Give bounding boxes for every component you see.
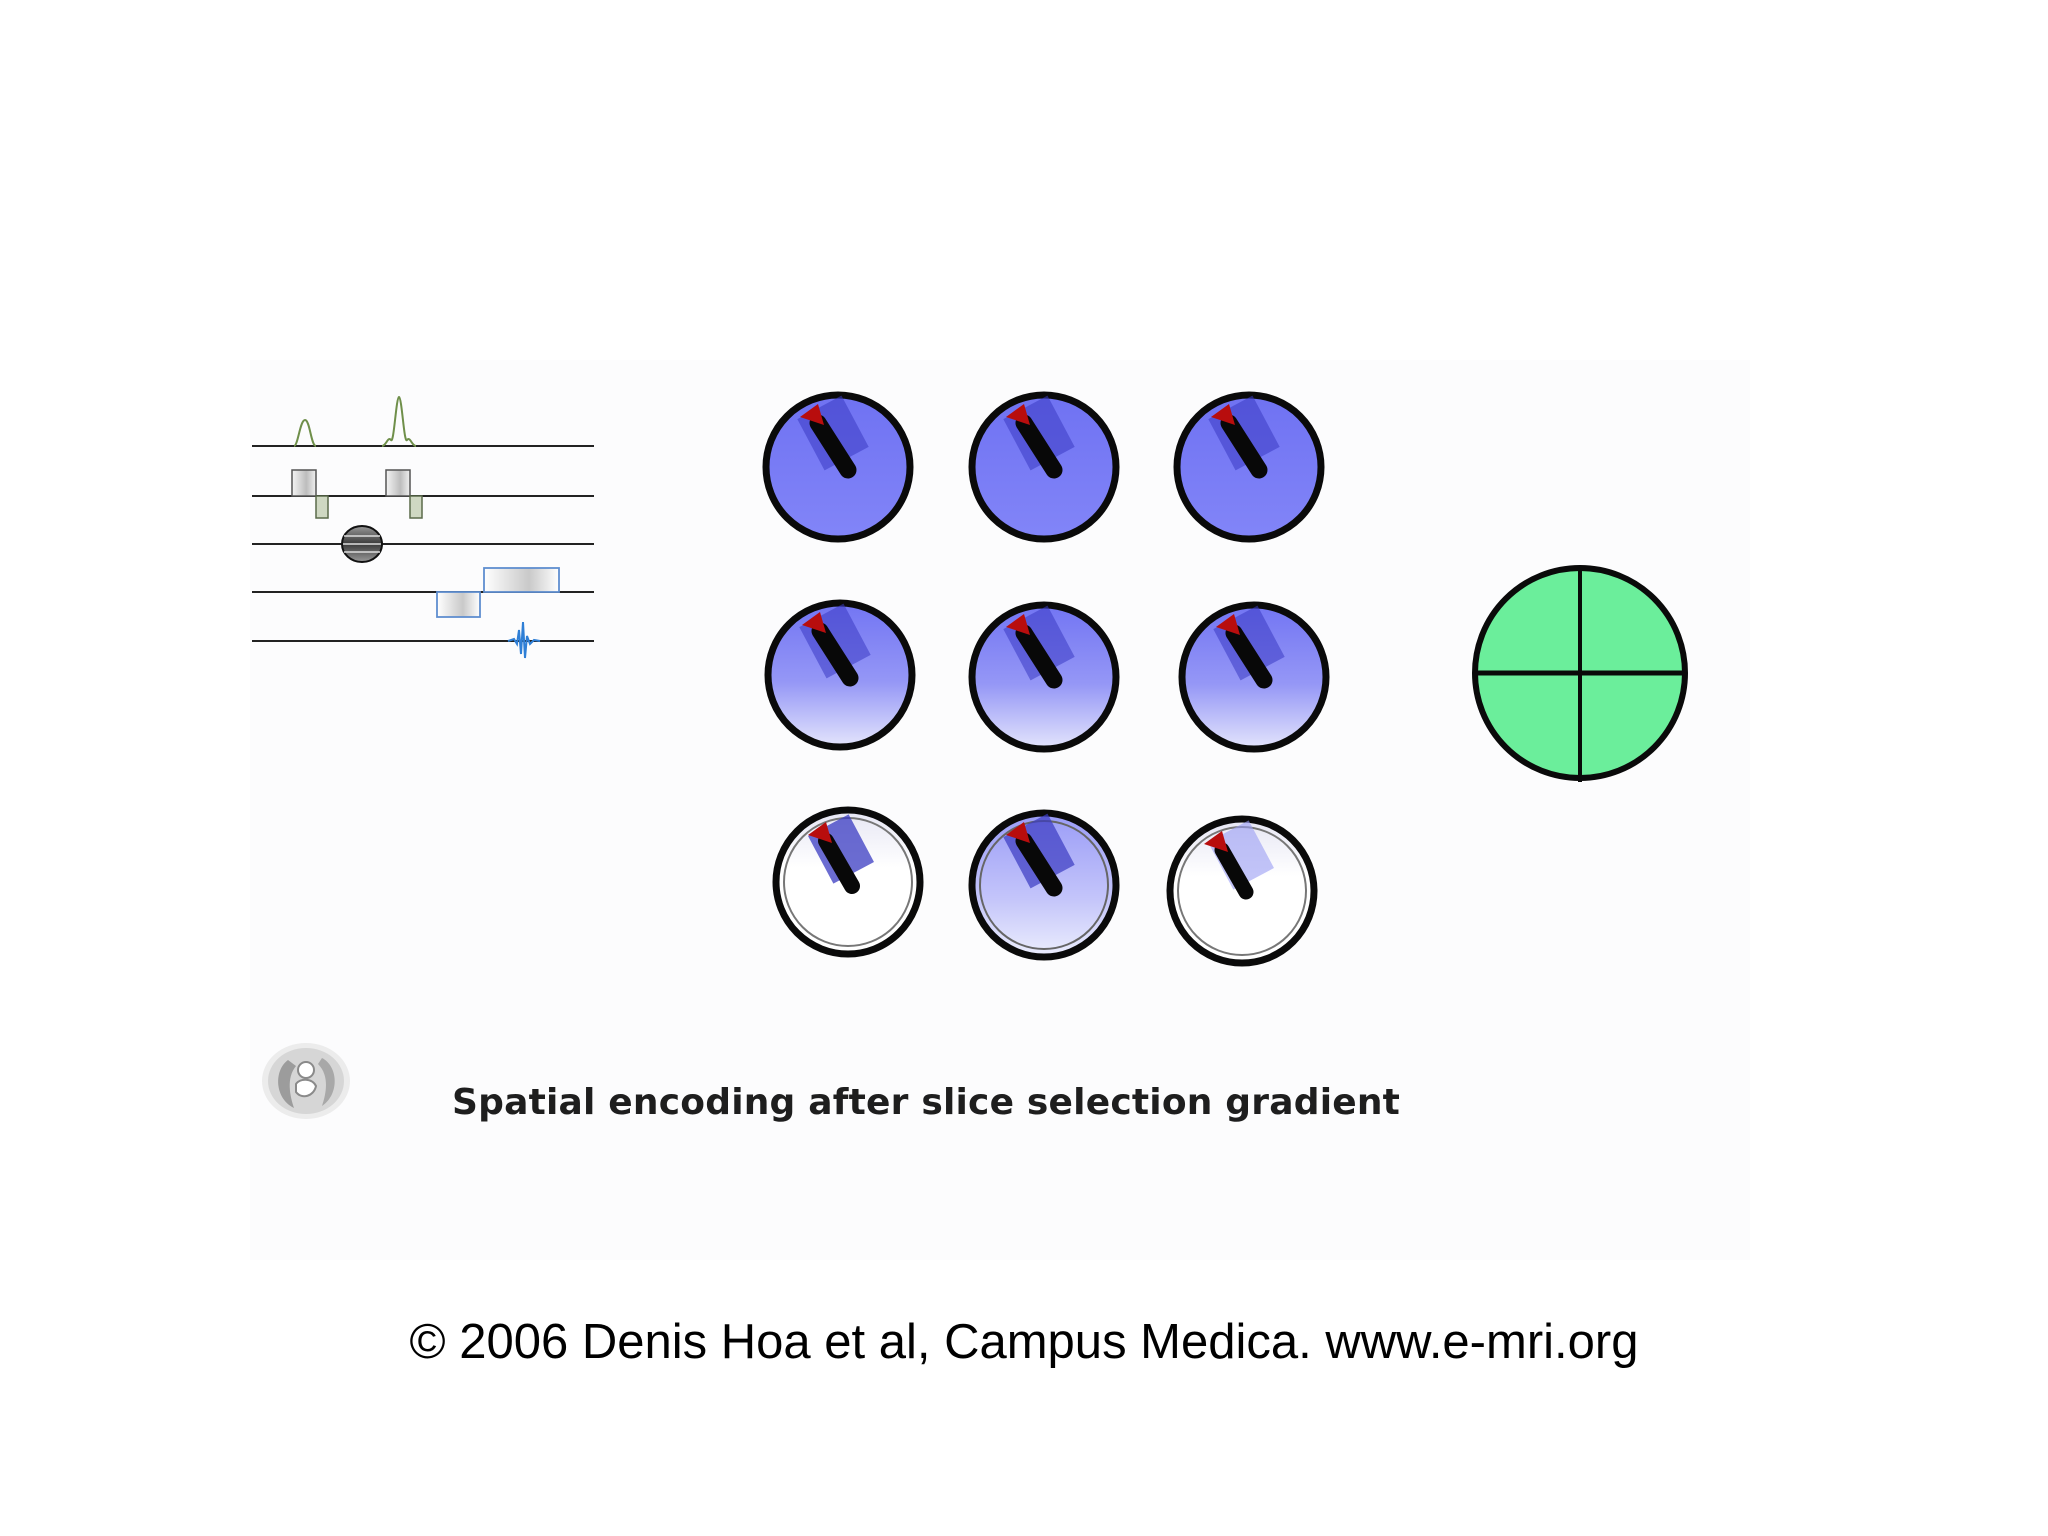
- readout-gradient-lobe: [483, 567, 560, 593]
- pulse-sequence-diagram: [252, 395, 594, 659]
- spin-r3-c2: [968, 809, 1120, 961]
- echo-signal: [507, 621, 541, 659]
- slice-gradient-lobe-2: [385, 469, 411, 497]
- spin-r2-c1: [764, 599, 916, 751]
- spin-r3-c3: [1166, 815, 1318, 967]
- spin-grid: [762, 391, 1330, 967]
- net-signal-circle: [1472, 565, 1688, 782]
- spin-r1-c1: [762, 391, 914, 543]
- spin-r1-c2: [968, 391, 1120, 543]
- slice-gradient-refocus-2: [409, 495, 423, 519]
- spin-r2-c2: [968, 601, 1120, 753]
- campus-medica-logo-icon: [262, 1043, 350, 1119]
- slice-gradient-lobe-1: [291, 469, 317, 497]
- spin-r1-c3: [1173, 391, 1325, 543]
- copyright-notice: © 2006 Denis Hoa et al, Campus Medica. w…: [409, 1315, 1639, 1369]
- spin-r2-c3: [1178, 601, 1330, 753]
- phase-encoding-gradient: [341, 525, 383, 563]
- rf-pulse-180: [381, 395, 417, 447]
- rf-pulse-90: [293, 418, 317, 447]
- readout-prephaser: [436, 591, 481, 618]
- spin-r3-c1: [772, 806, 924, 958]
- diagram-caption: Spatial encoding after slice selection g…: [452, 1082, 1401, 1123]
- slice-gradient-refocus-1: [315, 495, 329, 519]
